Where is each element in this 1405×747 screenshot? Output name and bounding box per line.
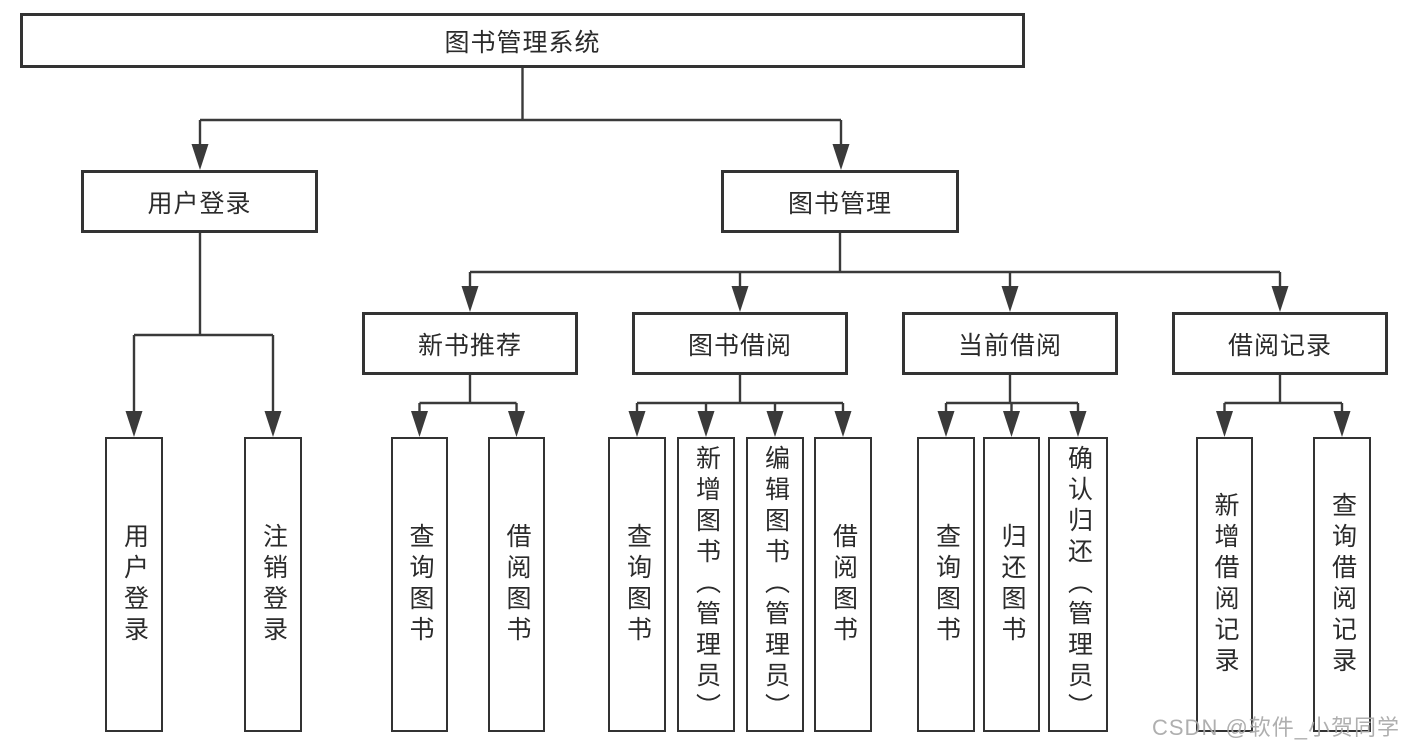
leaf-user-login-label: 用户登录	[120, 522, 149, 647]
leaf-add-books-admin: 新增图书（管理员）	[677, 437, 735, 732]
leaf-query-books-current-label: 查询图书	[932, 522, 961, 647]
leaf-return-books: 归还图书	[983, 437, 1040, 732]
leaf-user-login: 用户登录	[105, 437, 163, 732]
leaf-query-books-borrowing-label: 查询图书	[623, 522, 652, 647]
node-borrowing-records: 借阅记录	[1172, 312, 1388, 375]
node-user-login: 用户登录	[81, 170, 318, 233]
leaf-borrow-books-recommend: 借阅图书	[488, 437, 545, 732]
leaf-return-books-label: 归还图书	[998, 522, 1026, 647]
leaf-query-books-recommend-label: 查询图书	[406, 522, 434, 647]
leaf-edit-books-admin: 编辑图书（管理员）	[746, 437, 804, 732]
leaf-query-borrow-record-label: 查询借阅记录	[1328, 491, 1357, 678]
leaf-add-borrow-record-label: 新增借阅记录	[1211, 491, 1239, 678]
node-current-borrowing: 当前借阅	[902, 312, 1118, 375]
node-root-label: 图书管理系统	[444, 28, 601, 57]
node-book-management-label: 图书管理	[787, 189, 892, 218]
node-book-borrowing-label: 图书借阅	[687, 331, 792, 360]
leaf-borrow-books-recommend-label: 借阅图书	[503, 522, 531, 647]
watermark: CSDN @软件_小贺同学	[1152, 715, 1401, 740]
leaf-add-borrow-record: 新增借阅记录	[1196, 437, 1253, 732]
leaf-logout: 注销登录	[244, 437, 302, 732]
leaf-confirm-return-admin-label: 确认归还（管理员）	[1064, 445, 1093, 724]
node-borrowing-records-label: 借阅记录	[1227, 331, 1332, 360]
leaf-query-books-borrowing: 查询图书	[608, 437, 666, 732]
node-root: 图书管理系统	[20, 13, 1025, 68]
node-new-book-recommendation: 新书推荐	[362, 312, 578, 375]
leaf-borrow-books-borrowing-label: 借阅图书	[829, 522, 858, 647]
node-book-management: 图书管理	[721, 170, 959, 233]
node-current-borrowing-label: 当前借阅	[957, 331, 1062, 360]
node-book-borrowing: 图书借阅	[632, 312, 848, 375]
leaf-query-books-recommend: 查询图书	[391, 437, 448, 732]
leaf-borrow-books-borrowing: 借阅图书	[814, 437, 872, 732]
leaf-query-books-current: 查询图书	[917, 437, 975, 732]
leaf-add-books-admin-label: 新增图书（管理员）	[692, 445, 721, 724]
leaf-edit-books-admin-label: 编辑图书（管理员）	[761, 445, 790, 724]
node-new-book-recommendation-label: 新书推荐	[417, 331, 522, 360]
leaf-query-borrow-record: 查询借阅记录	[1313, 437, 1371, 732]
node-user-login-label: 用户登录	[147, 189, 252, 218]
leaf-logout-label: 注销登录	[259, 522, 288, 647]
leaf-confirm-return-admin: 确认归还（管理员）	[1048, 437, 1108, 732]
